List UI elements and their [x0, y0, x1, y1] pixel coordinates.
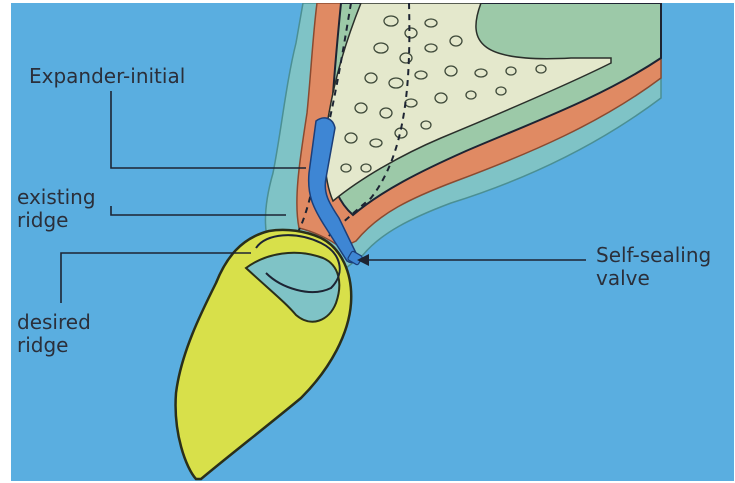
label-self-sealing-valve: Self-sealing valve — [596, 244, 711, 290]
diagram-panel: Expander-initial existing ridge desired … — [11, 3, 734, 481]
existing-leader — [111, 206, 286, 215]
label-existing-ridge: existing ridge — [17, 186, 96, 232]
label-desired-ridge: desired ridge — [17, 311, 91, 357]
label-expander-initial: Expander-initial — [29, 65, 185, 88]
